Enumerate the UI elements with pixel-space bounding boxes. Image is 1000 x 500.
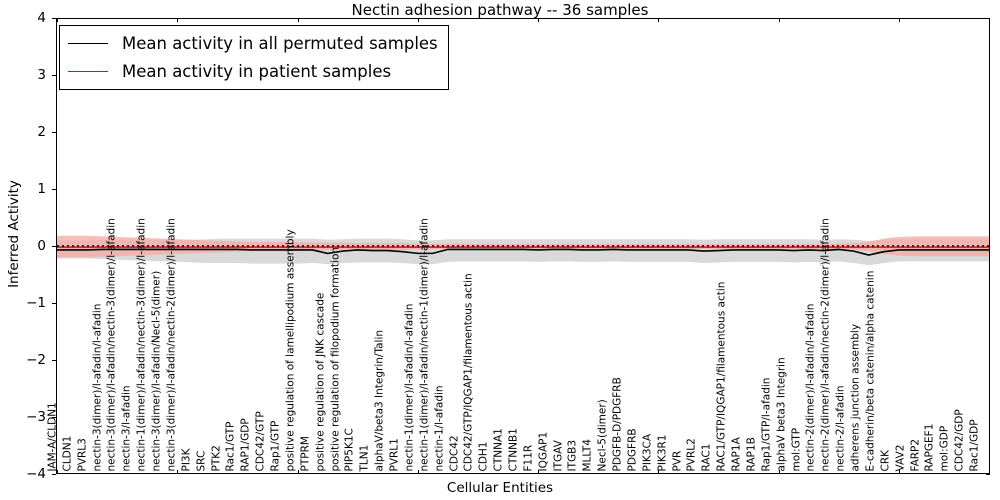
y-tick-mark-right (986, 474, 990, 475)
y-tick-label: −2 (26, 352, 46, 368)
y-tick-label: 2 (37, 124, 46, 140)
permuted-mean-line (57, 249, 989, 255)
y-tick-mark (52, 18, 56, 19)
legend-line-icon-red (68, 70, 108, 72)
legend-line-icon-black (68, 42, 108, 44)
legend-item-patient: Mean activity in patient samples (68, 58, 438, 84)
y-tick-label: 4 (37, 10, 46, 26)
y-tick-mark (52, 417, 56, 418)
plot-area (56, 18, 990, 474)
plot-svg (57, 235, 989, 266)
y-tick-mark (52, 474, 56, 475)
y-tick-label: −3 (26, 409, 46, 425)
plot-inner (57, 19, 989, 473)
y-tick-mark (52, 360, 56, 361)
legend-item-permuted: Mean activity in all permuted samples (68, 30, 438, 56)
legend-label-patient: Mean activity in patient samples (122, 61, 392, 81)
y-tick-label: −1 (26, 295, 46, 311)
y-tick-label: 3 (37, 67, 46, 83)
x-axis-label: Cellular Entities (446, 480, 554, 496)
y-tick-label: −4 (26, 466, 46, 482)
legend-label-permuted: Mean activity in all permuted samples (122, 33, 438, 53)
y-tick-mark (52, 189, 56, 190)
y-tick-mark (52, 246, 56, 247)
y-tick-mark (52, 132, 56, 133)
y-tick-label: 0 (37, 238, 46, 254)
chart-title: Nectin adhesion pathway -- 36 samples (351, 1, 649, 19)
y-axis-label: Inferred Activity (6, 180, 22, 288)
y-tick-label: 1 (37, 181, 46, 197)
y-tick-mark (52, 75, 56, 76)
y-tick-mark (52, 303, 56, 304)
legend: Mean activity in all permuted samples Me… (59, 25, 449, 90)
